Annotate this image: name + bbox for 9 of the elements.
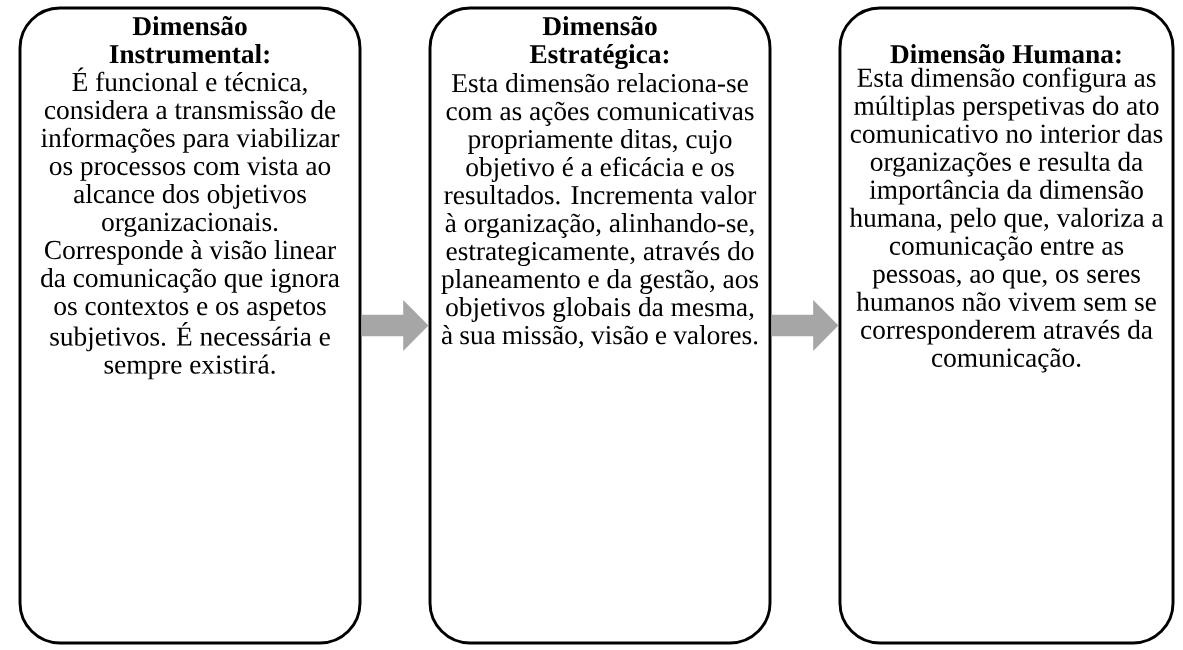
- box-text: Esta dimensão configura as múltiplas perspetivas do ato comunicativo no interior das organizações e resulta da importância da dimensão humana, pelo que, valoriza a comunicação entre as pessoas, ao que, os seres humanos não vivem sem se corresponderem através da comunicação.: [849, 67, 1164, 373]
- box-text: Esta dimensão relaciona-se com as ações comunicativas propriamente ditas, cujo objetivo é a eficácia e os resultados. Incrementa valor à organização, alinhando-se, estrategicamente, através do planeamento e da gestão, aos objetivos globais da mesma, à sua missão, visão e valores.: [441, 73, 759, 349]
- dimension-box: [428, 6, 772, 645]
- dimension-box: [18, 6, 362, 645]
- box-heading: Dimensão Estratégica:: [529, 16, 669, 70]
- box-heading: Dimensão Humana:: [890, 44, 1121, 64]
- box-heading: Dimensão Instrumental:: [109, 16, 269, 64]
- dimension-box: [838, 6, 1175, 645]
- box-text: É funcional e técnica, considera a transmissão de informações para viabilizar os processos com vista ao alcance dos objetivos organizacionais. Corresponde à visão linear da comunicação que ignora os contextos e os aspetos subjetivos. É necessária e sempre existirá.: [41, 67, 340, 380]
